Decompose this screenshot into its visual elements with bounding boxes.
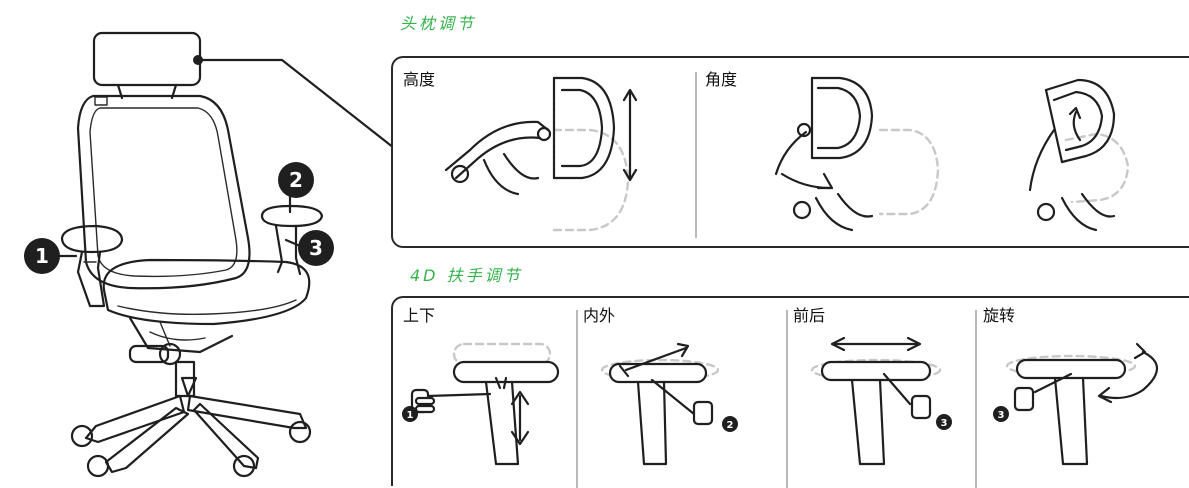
armrest-divider-1 [576,310,578,488]
armrest-rotate-illustration: 3 [993,342,1159,466]
marker-3: 3 [298,230,334,266]
armrest-in-out-illustration: 2 [600,342,738,466]
svg-text:1: 1 [407,410,414,421]
marker-1: 1 [24,238,60,274]
armrest-front-back-illustration: 3 [810,336,952,466]
svg-text:3: 3 [941,418,948,429]
svg-text:3: 3 [998,410,1005,421]
headrest-section-title: 头枕调节 [400,14,477,33]
label-rotate: 旋转 [983,306,1016,325]
marker-2: 2 [278,162,314,198]
svg-text:3: 3 [309,236,323,260]
headrest-height-illustration [444,76,638,232]
label-angle: 角度 [705,70,738,89]
armrest-section-title: 4D 扶手调节 [410,266,523,285]
armrest-divider-3 [975,310,977,488]
headrest-angle-illustration-front [774,76,940,232]
svg-text:1: 1 [35,244,49,268]
label-in-out: 内外 [583,306,616,325]
label-up-down: 上下 [403,306,436,325]
svg-text:2: 2 [727,420,734,431]
chair-overview-illustration [56,31,396,478]
headrest-divider [695,72,697,238]
armrest-divider-2 [786,310,788,488]
svg-text:2: 2 [289,168,303,192]
label-height: 高度 [403,70,436,89]
armrest-up-down-illustration: 1 [402,342,560,466]
headrest-angle-illustration-tilted [1028,78,1130,232]
label-front-back: 前后 [793,306,826,325]
